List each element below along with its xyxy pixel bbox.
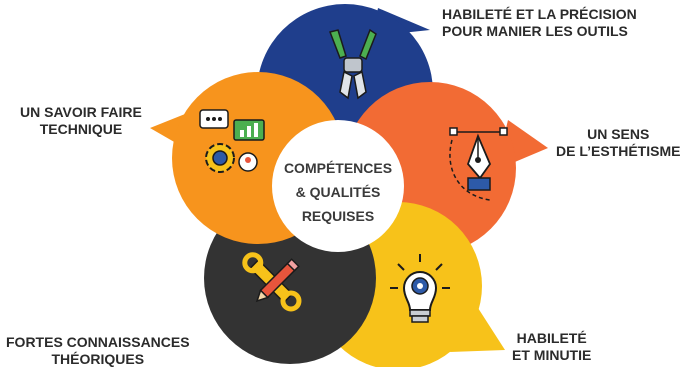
label-theoriques: FORTES CONNAISSANCES THÉORIQUES	[6, 334, 190, 367]
center-title-line-3: REQUISES	[301, 208, 375, 224]
center-title: COMPÉTENCES & QUALITÉS REQUISES	[273, 156, 403, 228]
label-outils: HABILETÉ ET LA PRÉCISION POUR MANIER LES…	[442, 6, 637, 39]
label-savoir-faire: UN SAVOIR FAIRE TECHNIQUE	[20, 104, 142, 137]
label-esthetisme: UN SENS DE L’ESTHÉTISME	[556, 126, 681, 159]
pliers-icon	[328, 28, 377, 100]
gears-chat-icon	[199, 109, 265, 173]
center-title-line-2: & QUALITÉS	[295, 184, 381, 200]
pen-tool-icon	[449, 127, 508, 201]
lightbulb-gear-icon	[390, 254, 450, 323]
center-title-line-1: COMPÉTENCES	[283, 160, 393, 176]
pencil-wrench-icon	[242, 252, 302, 312]
label-minutie: HABILETÉ ET MINUTIE	[512, 330, 592, 363]
center-circle	[272, 120, 404, 252]
